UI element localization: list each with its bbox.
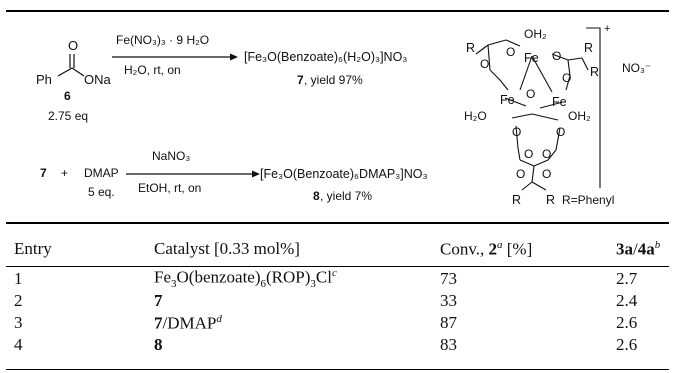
conversion-cell: 87 bbox=[440, 313, 457, 333]
svg-text:O: O bbox=[562, 71, 571, 85]
svg-text:R: R bbox=[512, 193, 521, 207]
product-8-formula: [Fe₃O(Benzoate)₆DMAP₃]NO₃ bbox=[260, 167, 428, 181]
reagent-1: Fe(NO₃)₃ · 9 H₂O bbox=[116, 33, 209, 47]
catalyst-cell: 7/DMAPd bbox=[154, 312, 222, 333]
product-7-label: 7 bbox=[297, 73, 304, 87]
table-bottom-rule bbox=[6, 369, 669, 371]
svg-text:OH₂: OH₂ bbox=[524, 27, 547, 41]
svg-text:O: O bbox=[556, 125, 565, 139]
table-header-row: Entry Catalyst [0.33 mol%] Conv., 2a [%]… bbox=[6, 232, 669, 267]
ratio-cell: 2.6 bbox=[616, 313, 638, 333]
entry-cell: 1 bbox=[14, 268, 23, 288]
plus-sign: + bbox=[61, 166, 68, 180]
product-7-yield: , yield 97% bbox=[304, 73, 363, 87]
svg-text:Ph: Ph bbox=[36, 72, 52, 87]
conversion-cell: 33 bbox=[440, 291, 457, 311]
entry-cell: 3 bbox=[14, 313, 23, 333]
svg-text:O: O bbox=[512, 125, 521, 139]
reactant-eq: 2.75 eq bbox=[48, 109, 88, 123]
ratio-cell: 2.4 bbox=[616, 291, 638, 311]
svg-text:R: R bbox=[590, 65, 599, 79]
svg-text:OH₂: OH₂ bbox=[568, 109, 591, 123]
svg-text:O: O bbox=[480, 57, 489, 71]
table-row: 1 Fe3O(benzoate)6(ROP)3Clc 73 2.7 bbox=[6, 267, 669, 291]
product-8-label: 8 bbox=[313, 189, 320, 203]
svg-text:O: O bbox=[526, 87, 535, 101]
header-ratio: 3a/4ab bbox=[616, 238, 661, 259]
svg-text:Fe: Fe bbox=[524, 51, 539, 65]
catalyst-cell: Fe3O(benzoate)6(ROP)3Clc bbox=[154, 267, 337, 291]
catalyst-cell: 8 bbox=[154, 335, 163, 355]
cluster-labels: OH₂ Fe + NO₃⁻ R R R O O O O O Fe Fe H₂O … bbox=[464, 23, 651, 207]
ratio-cell: 2.6 bbox=[616, 335, 638, 355]
cluster-charge: + bbox=[604, 23, 610, 35]
svg-text:Fe: Fe bbox=[552, 95, 567, 109]
header-catalyst: Catalyst [0.33 mol%] bbox=[154, 239, 300, 258]
entry-cell: 2 bbox=[14, 291, 23, 311]
compound-6-label: 6 bbox=[64, 89, 71, 103]
results-table: Entry Catalyst [0.33 mol%] Conv., 2a [%]… bbox=[6, 232, 669, 356]
counterion: NO₃⁻ bbox=[622, 61, 651, 75]
reagent-2: NaNO₃ bbox=[152, 149, 190, 163]
table-row: 3 7/DMAPd 87 2.6 bbox=[6, 312, 669, 334]
dmap-text: DMAP bbox=[84, 166, 119, 180]
svg-text:O: O bbox=[524, 147, 533, 161]
svg-text:R: R bbox=[466, 41, 475, 55]
ratio-cell: 2.7 bbox=[616, 268, 638, 288]
fe3o-cluster-structure bbox=[475, 27, 601, 191]
svg-text:O: O bbox=[552, 49, 561, 63]
product-7-formula: [Fe₃O(Benzoate)₆(H₂O)₃]NO₃ bbox=[244, 50, 407, 64]
svg-text:Fe: Fe bbox=[500, 93, 515, 107]
table-top-rule bbox=[6, 222, 669, 224]
entry-cell: 4 bbox=[14, 335, 23, 355]
svg-text:O: O bbox=[542, 147, 551, 161]
svg-text:R: R bbox=[546, 193, 555, 207]
conversion-cell: 83 bbox=[440, 335, 457, 355]
svg-text:O: O bbox=[516, 167, 525, 181]
svg-text:H₂O: H₂O bbox=[464, 109, 487, 123]
conditions-1: H₂O, rt, on bbox=[124, 63, 181, 77]
reactant-7-label: 7 bbox=[40, 166, 47, 180]
svg-text:O: O bbox=[506, 45, 515, 59]
header-entry: Entry bbox=[14, 239, 52, 258]
top-rule bbox=[6, 10, 669, 12]
svg-text:O: O bbox=[68, 38, 78, 53]
svg-text:R: R bbox=[584, 41, 593, 55]
conversion-cell: 73 bbox=[440, 268, 457, 288]
conditions-2: EtOH, rt, on bbox=[138, 181, 201, 195]
product-8-yield: , yield 7% bbox=[320, 189, 372, 203]
dmap-eq: 5 eq. bbox=[88, 185, 115, 199]
svg-text:ONa: ONa bbox=[84, 72, 112, 87]
table-row: 2 7 33 2.4 bbox=[6, 290, 669, 312]
header-conversion: Conv., 2a [%] bbox=[440, 238, 533, 259]
table-row: 4 8 83 2.6 bbox=[6, 334, 669, 356]
r-definition: R=Phenyl bbox=[562, 193, 614, 207]
catalyst-cell: 7 bbox=[154, 291, 163, 311]
svg-text:O: O bbox=[542, 167, 551, 181]
reaction-scheme: O Ph ONa 6 2.75 eq Fe(NO₃)₃ · 9 H₂O H₂O,… bbox=[0, 10, 675, 218]
scheme-drawing: O Ph ONa 6 2.75 eq Fe(NO₃)₃ · 9 H₂O H₂O,… bbox=[36, 23, 651, 207]
sodium-benzoate-structure: O Ph ONa bbox=[36, 38, 112, 87]
